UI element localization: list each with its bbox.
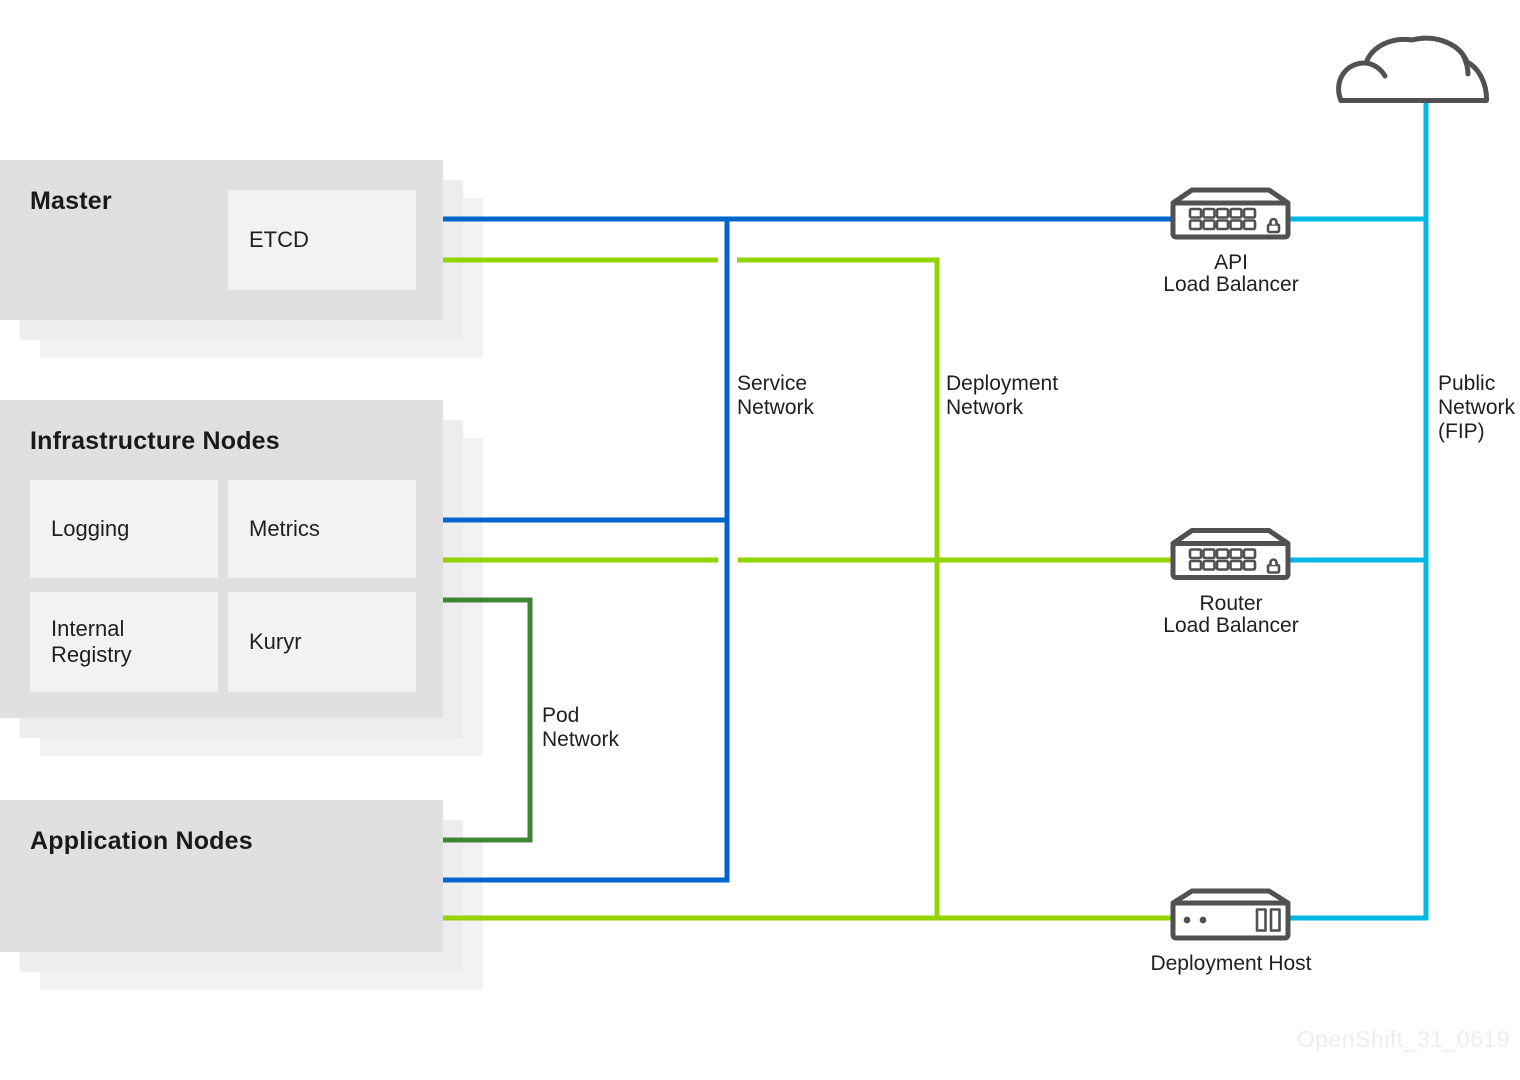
infrastructure-title: Infrastructure Nodes bbox=[30, 427, 280, 455]
etcd-box: ETCD bbox=[228, 190, 416, 290]
metrics-label: Metrics bbox=[249, 515, 320, 541]
pod-network-label: Pod Network bbox=[542, 704, 620, 751]
service-network-line bbox=[443, 216, 1173, 883]
deployment-network-line bbox=[443, 257, 1173, 921]
metrics-box: Metrics bbox=[228, 480, 416, 578]
infrastructure-box: Infrastructure Nodes Logging Metrics Int… bbox=[0, 400, 443, 718]
api-load-balancer-icon bbox=[1173, 190, 1288, 237]
watermark: OpenShift_31_0619 bbox=[1296, 1026, 1510, 1052]
deployment-host-icon bbox=[1173, 891, 1288, 938]
router-load-balancer-label: Router Load Balancer bbox=[1163, 592, 1299, 637]
deployment-host-label: Deployment Host bbox=[1150, 952, 1312, 975]
master-box: Master ETCD bbox=[0, 160, 443, 320]
kuryr-box: Kuryr bbox=[228, 592, 416, 692]
internal-registry-label: Internal Registry bbox=[51, 615, 132, 667]
router-load-balancer-icon bbox=[1173, 531, 1288, 578]
application-box: Application Nodes bbox=[0, 800, 443, 952]
application-title: Application Nodes bbox=[30, 827, 253, 855]
internal-registry-box: Internal Registry bbox=[30, 592, 218, 692]
public-network-line bbox=[1290, 100, 1429, 921]
deployment-network-label: Deployment Network bbox=[946, 372, 1059, 419]
etcd-label: ETCD bbox=[249, 226, 309, 252]
public-network-label: Public Network (FIP) bbox=[1438, 372, 1516, 443]
service-network-label: Service Network bbox=[737, 372, 815, 419]
pod-network-line bbox=[443, 597, 533, 843]
logging-box: Logging bbox=[30, 480, 218, 578]
api-load-balancer-label: API Load Balancer bbox=[1163, 251, 1299, 296]
master-title: Master bbox=[30, 187, 112, 215]
logging-label: Logging bbox=[51, 515, 130, 541]
kuryr-label: Kuryr bbox=[249, 628, 302, 654]
cloud-icon bbox=[1336, 35, 1490, 103]
